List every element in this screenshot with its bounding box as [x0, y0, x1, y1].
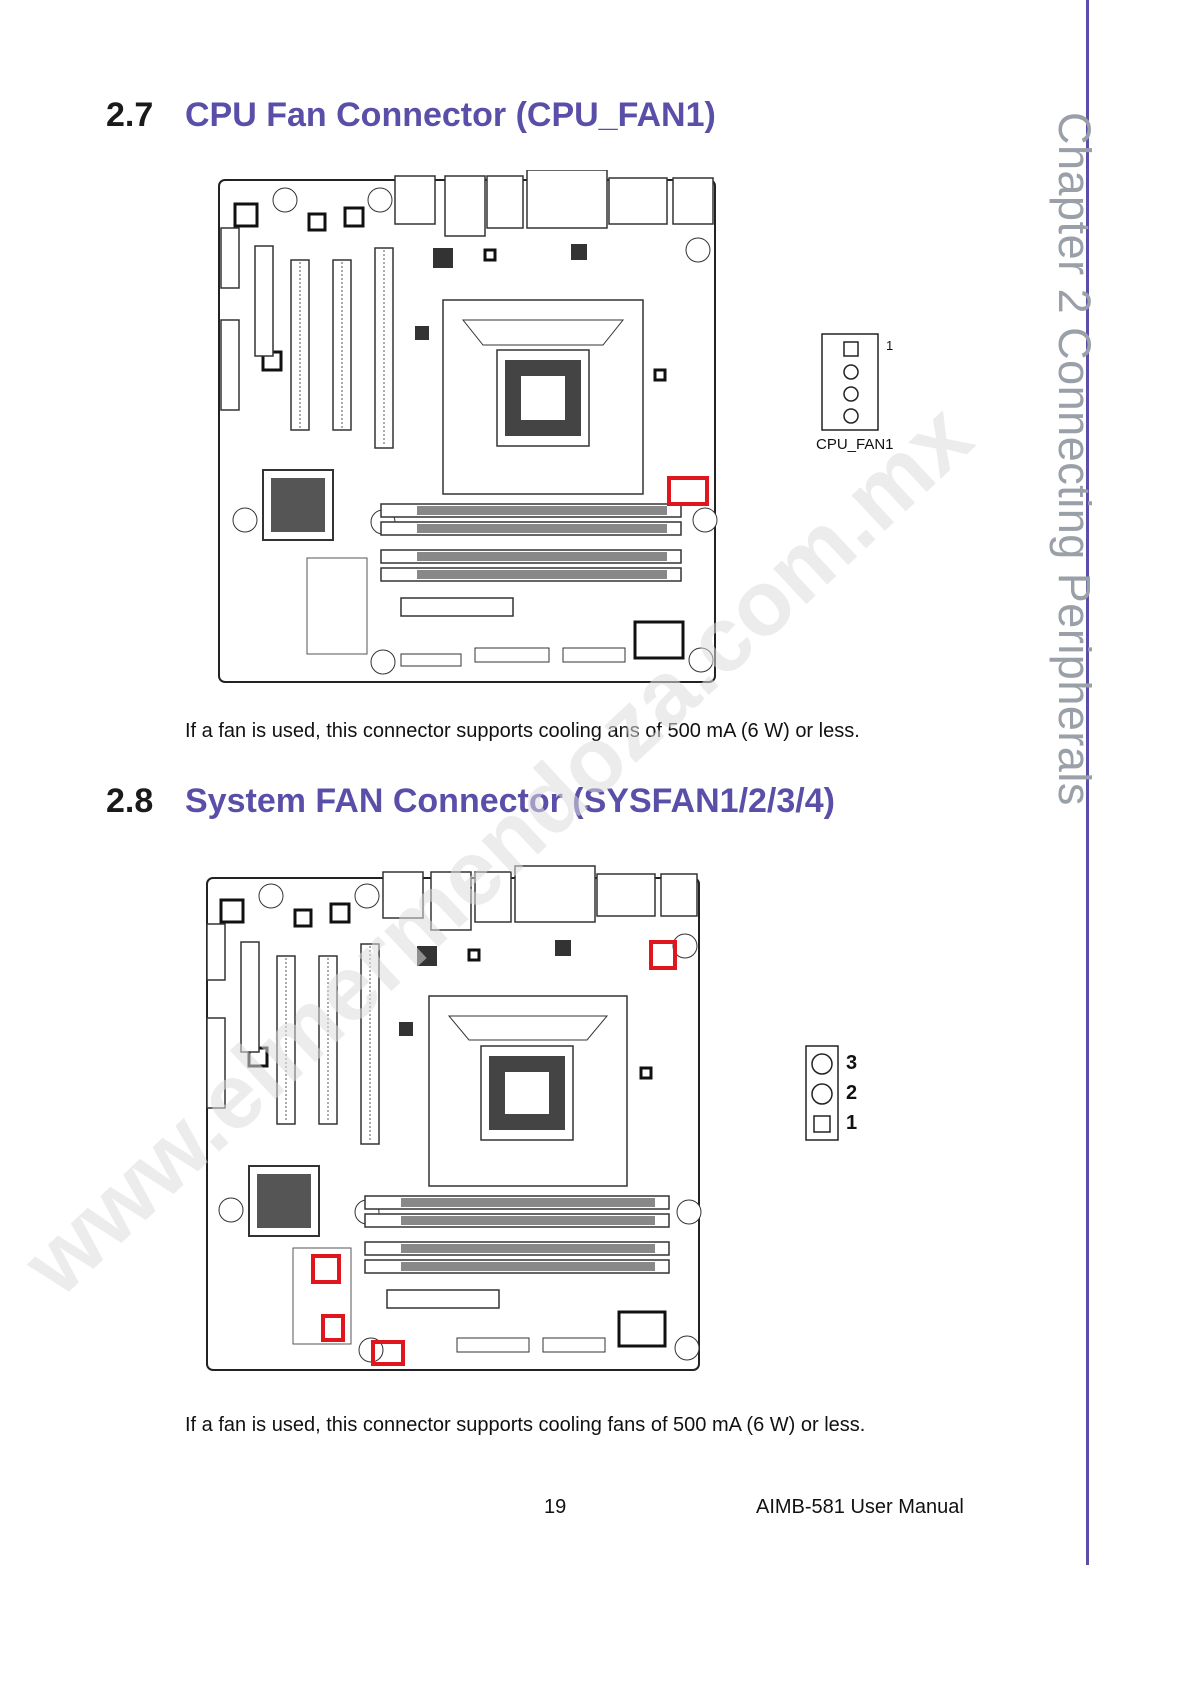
- section-2-7-description: If a fan is used, this connector support…: [185, 720, 860, 742]
- sysfan-highlight-3: [321, 1314, 345, 1342]
- cpu-fan-connector-label: CPU_FAN1: [816, 436, 894, 453]
- sysfan-highlight-2: [311, 1254, 341, 1284]
- cpu-fan-pinout: [821, 333, 879, 431]
- motherboard-diagram-cpu-fan: [205, 170, 725, 690]
- section-2-8-number: 2.8: [106, 782, 154, 820]
- sysfan-pin3-label: 3: [846, 1052, 858, 1074]
- page-number: 19: [544, 1496, 567, 1518]
- manual-title: AIMB-581 User Manual: [756, 1496, 964, 1518]
- sysfan-pinout: [805, 1045, 839, 1141]
- sysfan-highlight-4: [371, 1340, 405, 1366]
- sysfan-pin2-label: 2: [846, 1082, 858, 1104]
- motherboard-diagram-system-fan: [195, 860, 715, 1380]
- cpu-fan-highlight: [667, 476, 709, 506]
- section-2-8-description: If a fan is used, this connector support…: [185, 1414, 866, 1436]
- section-2-8-title: System FAN Connector (SYSFAN1/2/3/4): [185, 782, 835, 820]
- chapter-side-bar: [1086, 0, 1089, 1565]
- section-2-7-number: 2.7: [106, 96, 154, 134]
- sysfan-pin1-label: 1: [846, 1112, 858, 1134]
- chapter-tab: Chapter 2 Connecting Peripherals: [1049, 112, 1100, 806]
- section-2-7-title: CPU Fan Connector (CPU_FAN1): [185, 96, 716, 134]
- cpu-fan-pin1-label: 1: [886, 338, 894, 353]
- sysfan-highlight-1: [649, 940, 677, 970]
